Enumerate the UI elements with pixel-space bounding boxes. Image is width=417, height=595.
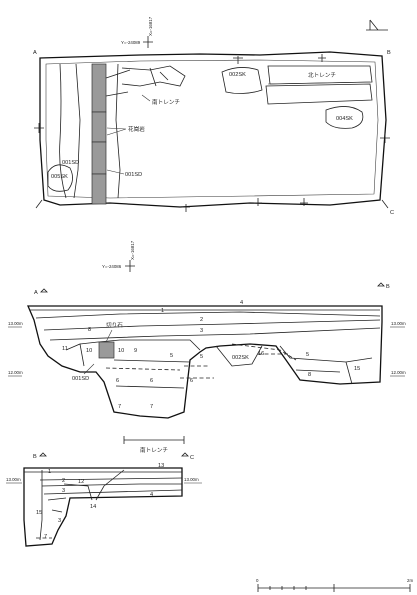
section-ab-coordinate-x: X=-16817 [130,240,135,260]
section-bc-layer-numbers: 1 2 3 4 12 13 14 15 3 7 [36,463,164,540]
corner-b-label: B [387,50,391,56]
ditch-001sd-outline [73,63,81,199]
svg-text:15: 15 [36,510,42,516]
north-arrow-icon [366,19,388,31]
section-ab-level-left: 13.00m [8,321,23,326]
svg-text:7: 7 [118,404,121,410]
section-ab-level-right-low: 12.00m [391,370,406,375]
south-trench-label: 南トレンチ [152,98,180,106]
north-trench [267,65,373,85]
svg-text:16: 16 [258,351,264,357]
pit-004sk-label: 004SK [336,116,353,122]
slope-hachures [34,54,390,212]
svg-text:13: 13 [158,463,164,469]
svg-text:2: 2 [200,317,203,323]
scale-bar: 0 2m [256,578,413,592]
section-a-arrow-icon [40,288,48,293]
svg-text:10: 10 [118,348,124,354]
section-bc-label-b: B [33,454,37,460]
svg-text:4: 4 [240,300,243,306]
svg-text:3: 3 [62,488,65,494]
pit-004sk [325,106,364,129]
section-bc-level-left: 13.00m [6,477,21,482]
section-b-arrow-icon [377,282,385,287]
north-trench-label: 北トレンチ [308,71,336,79]
svg-text:7: 7 [44,534,47,540]
corner-c-label: C [390,210,394,216]
svg-text:4: 4 [150,492,153,498]
svg-text:6: 6 [150,378,153,384]
svg-text:7: 7 [150,404,153,410]
ditch-001sd-right-label: 001SD [125,172,142,178]
plan-coordinate-marker: Y=-24089 X=-16817 [121,16,153,48]
pit-005sk-label: 005SK [51,174,68,180]
svg-text:15: 15 [354,366,360,372]
section-ab: Y=-24086 X=-16817 A B 13.00m 13.00m 12.0… [8,240,406,419]
scale-max-label: 2m [407,578,413,583]
section-bc-trench-label: 南トレンチ [140,446,168,454]
svg-text:14: 14 [90,504,96,510]
south-trench-span: 南トレンチ [123,436,185,454]
section-bc-level-right: 13.00m [184,477,199,482]
section-ab-level-right: 13.00m [391,321,406,326]
plan-coordinate-x: X=-16817 [148,16,153,36]
excavation-outline [39,51,387,208]
svg-text:8: 8 [308,372,311,378]
ditch-001sd-left-label: 001SD [62,160,79,166]
svg-text:6: 6 [116,378,119,384]
svg-text:8: 8 [88,327,91,333]
granite-label: 花崗岩 [128,125,145,133]
cut-stone [98,341,115,359]
svg-text:3: 3 [200,328,203,334]
section-ab-level-left-low: 12.00m [8,370,23,375]
section-bc-b-arrow-icon [39,452,47,457]
section-ab-layer-numbers: 1 2 3 4 5 5 5 6 6 6 7 7 8 8 9 10 10 11 1… [62,300,360,410]
cut-stone-label: 切り石 [106,322,123,329]
pit-002sk-label: 002SK [229,72,246,78]
section-ab-label-a: A [34,290,38,296]
plan-view: Y=-24089 X=-16817 A B C 南トレンチ 花崗岩 001SD [33,16,394,216]
plan-coordinate-y: Y=-24089 [121,40,141,45]
granite-stones [91,63,107,205]
svg-text:2: 2 [62,478,65,484]
svg-text:11: 11 [62,346,68,352]
section-ab-profile [27,305,383,419]
section-ab-label-b: B [386,284,390,290]
section-bc-profile [23,467,183,547]
svg-text:3: 3 [58,518,61,524]
scale-zero: 0 [256,578,259,583]
svg-text:12: 12 [78,479,84,485]
section-ab-coordinate-marker: Y=-24086 X=-16817 [102,240,135,272]
svg-text:5: 5 [306,352,309,358]
svg-text:1: 1 [48,469,51,475]
svg-text:10: 10 [86,348,92,354]
svg-text:6: 6 [190,378,193,384]
svg-text:5: 5 [170,353,173,359]
section-bc-label-c: C [190,455,194,461]
svg-text:5: 5 [200,354,203,360]
pit-002sk [221,67,263,94]
pit-005sk [47,164,73,192]
svg-text:1: 1 [161,308,164,314]
section-ab-002sk-label: 002SK [232,355,249,361]
corner-a-label: A [33,50,37,56]
section-ab-001sd-label: 001SD [72,376,89,382]
svg-text:9: 9 [134,348,137,354]
section-ab-coordinate-y: Y=-24086 [102,264,122,269]
section-bc: 南トレンチ B C 13.00m 13.00m 1 2 3 4 12 13 14… [6,436,202,547]
section-bc-c-arrow-icon [181,452,189,457]
